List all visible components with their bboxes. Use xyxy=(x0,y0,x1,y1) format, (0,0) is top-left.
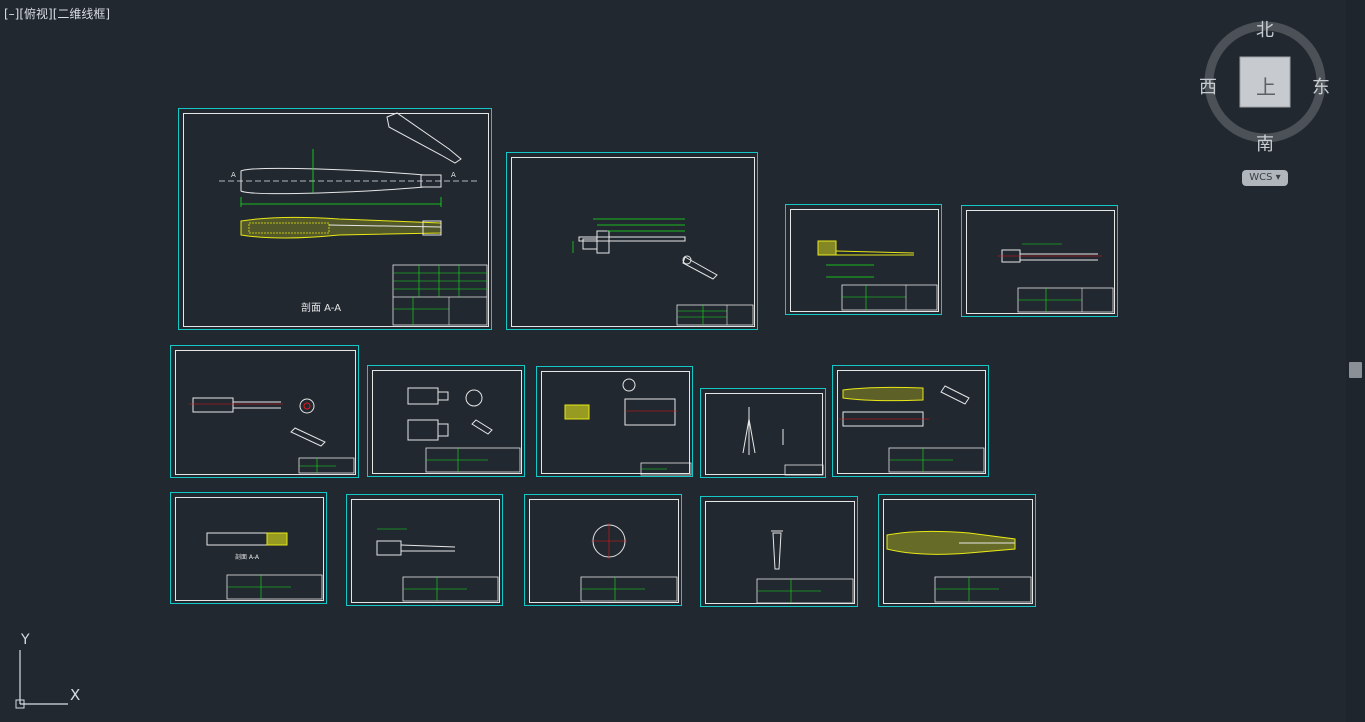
drawing-sheet-9[interactable] xyxy=(832,365,989,477)
motor-part-drawing xyxy=(189,397,355,474)
cap-part-drawing: 剖面 A-A xyxy=(206,532,323,600)
drawing-sheet-14[interactable] xyxy=(878,494,1036,607)
viewport-controls-label[interactable]: [–][俯视][二维线框] xyxy=(4,7,111,21)
gear-part-drawing xyxy=(564,378,692,476)
viewcube-south[interactable]: 南 xyxy=(1256,134,1274,155)
scrollbar-thumb[interactable] xyxy=(1349,362,1362,378)
viewcube-east[interactable]: 东 xyxy=(1312,77,1330,98)
drawing-sheet-11[interactable] xyxy=(346,494,503,606)
drawing-sheet-13[interactable] xyxy=(700,496,858,607)
drawing-sheet-7[interactable] xyxy=(536,366,693,477)
handle-part-drawing xyxy=(839,385,985,473)
section-label: 剖面 A-A xyxy=(301,301,341,314)
viewcube-ring[interactable] xyxy=(1195,14,1335,164)
drawing-sheet-2[interactable] xyxy=(506,152,758,330)
ucs-axes xyxy=(15,650,68,709)
shaft-part-drawing xyxy=(572,218,754,326)
ucs-y-label: Y xyxy=(21,632,30,648)
svg-text:A: A xyxy=(231,171,236,179)
pin-part-drawing xyxy=(742,407,824,476)
toothbrush-assembly-drawing: A A 剖面 A-A xyxy=(219,112,488,326)
stem-part-drawing xyxy=(376,528,499,602)
drawing-sheet-12[interactable] xyxy=(524,494,682,606)
vertical-scrollbar[interactable] xyxy=(1346,0,1365,722)
bristle-part-drawing xyxy=(756,530,854,604)
disc-part-drawing xyxy=(580,523,678,602)
title-block xyxy=(676,304,754,326)
ucs-x-label: X xyxy=(70,686,81,704)
head-part-drawing xyxy=(817,240,938,311)
drawing-sheet-5[interactable] xyxy=(170,345,359,478)
viewcube[interactable]: 北 南 西 东 上 WCS ▾ xyxy=(1195,14,1335,194)
wcs-menu-button[interactable]: WCS ▾ xyxy=(1242,170,1288,186)
viewcube-top-face[interactable]: 上 xyxy=(1256,75,1276,99)
title-block xyxy=(392,264,488,326)
section-label: 剖面 A-A xyxy=(235,553,260,561)
ucs-icon: Y X xyxy=(10,630,90,712)
drawing-sheet-1[interactable]: A A 剖面 A-A xyxy=(178,108,492,330)
drawing-sheet-6[interactable] xyxy=(367,365,525,477)
body-section-drawing xyxy=(886,530,1032,603)
housing-part-drawing xyxy=(407,387,521,473)
viewcube-north[interactable]: 北 xyxy=(1256,20,1274,41)
svg-text:A: A xyxy=(451,171,456,179)
drawing-sheet-8[interactable] xyxy=(700,388,826,478)
neck-part-drawing xyxy=(998,243,1114,313)
drawing-sheet-4[interactable] xyxy=(961,205,1118,317)
drawing-sheet-10[interactable]: 剖面 A-A xyxy=(170,492,327,604)
drawing-sheet-3[interactable] xyxy=(785,204,942,315)
viewcube-west[interactable]: 西 xyxy=(1199,77,1217,98)
